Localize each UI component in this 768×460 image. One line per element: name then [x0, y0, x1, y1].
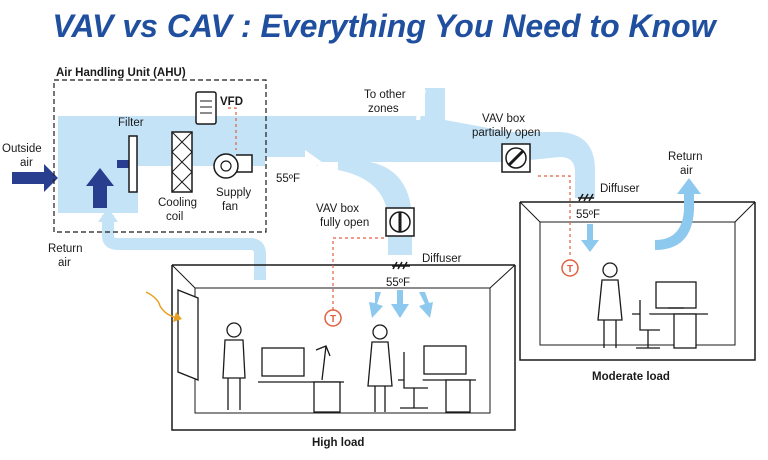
- vav-full-label-2: fully open: [320, 217, 369, 229]
- diffuser-left-label: Diffuser: [422, 253, 462, 265]
- return-air-left-label-2: air: [58, 257, 71, 269]
- supply-fan-label-1: Supply: [216, 187, 251, 199]
- desk-right-icon: [632, 281, 708, 349]
- person-woman-icon: [367, 324, 393, 412]
- diffuser-left-icon: [392, 261, 410, 270]
- heat-gain-arrowhead: [173, 312, 182, 322]
- vav-partial-label-2: partially open: [472, 127, 540, 139]
- desk-left-2-icon: [398, 345, 476, 413]
- return-air-duct: [102, 215, 266, 280]
- vfd-control-line: [228, 107, 237, 150]
- diffuser-right-label: Diffuser: [600, 183, 640, 195]
- room-high-label: High load: [312, 437, 364, 449]
- window-icon: [177, 289, 199, 381]
- svg-text:T: T: [330, 314, 336, 325]
- return-air-arrowhead: [98, 208, 118, 222]
- outside-air-label-2: air: [20, 157, 33, 169]
- person-man-icon: [222, 322, 246, 410]
- supply-arrow: [265, 150, 322, 174]
- diffuser-right-icon: [578, 193, 594, 202]
- vav-box-full-icon: [385, 207, 415, 237]
- outside-air-label-1: Outside: [2, 143, 42, 155]
- supply-fan-icon: [213, 153, 253, 179]
- ahu-boundary: [53, 79, 267, 233]
- svg-text:T: T: [567, 264, 573, 275]
- filter-stub: [117, 160, 133, 168]
- return-air-arrow-right: [655, 178, 701, 250]
- cooling-coil-label-2: coil: [166, 211, 183, 223]
- to-other-zones-label-1: To other: [364, 89, 406, 101]
- temp-right-label: 55ºF: [576, 209, 600, 221]
- filter-icon: [128, 135, 138, 193]
- to-other-zones-duct: [416, 89, 426, 121]
- vfd-icon: [195, 91, 217, 125]
- room-moderate-load: [519, 201, 756, 361]
- return-air-left-label-1: Return: [48, 243, 83, 255]
- room-high-load: [171, 264, 516, 431]
- diagram-labels: Air Handling Unit (AHU) Outside air Retu…: [2, 67, 703, 449]
- heat-gain-arrow: [145, 291, 179, 319]
- return-air-right-label-1: Return: [668, 151, 703, 163]
- thermostat-left-line: [332, 237, 384, 310]
- filter-label: Filter: [118, 117, 144, 129]
- supply-temp-label: 55ºF: [276, 173, 300, 185]
- temp-left-label: 55ºF: [386, 277, 410, 289]
- vav-partial-label-1: VAV box: [482, 113, 525, 125]
- cooling-coil-label-1: Cooling: [158, 197, 197, 209]
- outside-air-arrow: [12, 164, 58, 192]
- thermostat-right-icon: T: [561, 259, 579, 277]
- to-other-zones-label-2: zones: [368, 103, 399, 115]
- ahu-label: Air Handling Unit (AHU): [56, 67, 186, 79]
- cooling-coil-icon: [171, 131, 193, 193]
- room-moderate-label: Moderate load: [592, 371, 670, 383]
- vfd-label: VFD: [220, 96, 243, 108]
- return-air-up-arrow: [86, 168, 114, 208]
- desk-left-1-icon: [258, 345, 344, 413]
- person-right-icon: [597, 262, 623, 348]
- thermostat-left-icon: T: [324, 309, 342, 327]
- supply-arrows-left-room: [369, 290, 433, 318]
- vav-full-label-1: VAV box: [316, 203, 359, 215]
- thermostat-right-line: [538, 175, 571, 258]
- supply-arrow-right-room: [581, 224, 599, 252]
- return-air-right-label-2: air: [680, 165, 693, 177]
- page-title: VAV vs CAV : Everything You Need to Know: [52, 8, 716, 44]
- vav-box-partial-icon: [501, 143, 531, 173]
- supply-fan-label-2: fan: [222, 201, 238, 213]
